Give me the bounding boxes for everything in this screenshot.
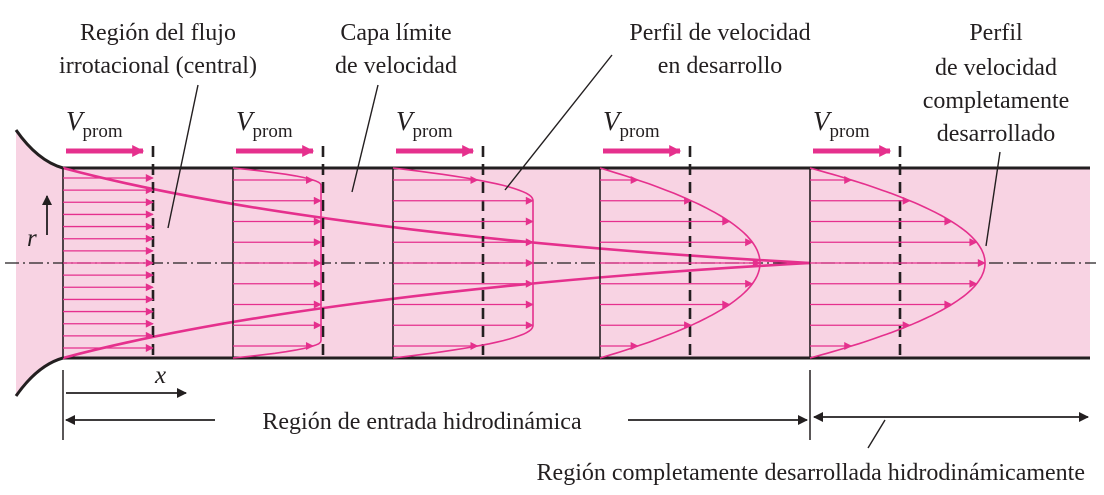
vprom-symbol: Vprom: [66, 106, 123, 142]
vprom-symbol: Vprom: [396, 106, 453, 142]
developed-profile-label-line4: desarrollado: [937, 121, 1056, 147]
velocity-profile-3: [392, 146, 534, 359]
vprom-subscript: prom: [830, 121, 870, 142]
developed-profile-leader: [985, 151, 1001, 247]
vprom-subscript: prom: [620, 121, 660, 142]
pipe-wall-top: [14, 129, 1090, 170]
boundary-layer-edge-top: [62, 166, 811, 265]
irrotational-region-label-line1: Región del flujo: [80, 20, 236, 46]
velocity-profile-1: [62, 146, 155, 358]
developing-profile-leader: [504, 54, 613, 191]
velocity-profile-5: [809, 146, 986, 359]
boundary-layer-label-line2: de velocidad: [335, 53, 457, 79]
developed-profile-label-line1: Perfil: [969, 20, 1023, 46]
vprom-indicator-4: Vprom: [603, 106, 682, 157]
developing-profile-label-line1: Perfil de velocidad: [629, 20, 810, 46]
vprom-symbol: Vprom: [236, 106, 293, 142]
vprom-indicators: Vprom Vprom Vprom Vprom Vprom: [66, 106, 892, 157]
velocity-profile-4: [599, 146, 761, 359]
vprom-symbol: Vprom: [813, 106, 870, 142]
developed-region-label: Región completamente desarrollada hidrod…: [537, 460, 1085, 486]
boundary-layer-label-line1: Capa límite: [340, 20, 451, 46]
irrotational-region-label-line2: irrotacional (central): [59, 53, 257, 79]
entrance-region-label: Región de entrada hidrodinámica: [262, 409, 582, 435]
developed-region-leader: [867, 419, 886, 449]
r-axis-label: r: [27, 225, 37, 252]
boundary-layer-leader: [351, 84, 379, 193]
vprom-symbol: Vprom: [603, 106, 660, 142]
irrotational-region-leader: [167, 84, 199, 229]
velocity-profile-2: [232, 146, 325, 359]
pipe-wall-bottom: [14, 356, 1090, 397]
boundary-layer-edge-bottom: [62, 261, 811, 360]
vprom-subscript: prom: [413, 121, 453, 142]
vprom-subscript: prom: [83, 121, 123, 142]
vprom-subscript: prom: [253, 121, 293, 142]
developed-profile-label-line2: de velocidad: [935, 55, 1057, 81]
vprom-indicator-5: Vprom: [813, 106, 892, 157]
developed-profile-label-line3: completamente: [923, 88, 1070, 114]
velocity-profiles: [62, 146, 986, 359]
x-axis-label: x: [154, 362, 166, 389]
developing-profile-label-line2: en desarrollo: [658, 53, 783, 79]
vprom-indicator-3: Vprom: [396, 106, 475, 157]
vprom-indicator-2: Vprom: [236, 106, 315, 157]
vprom-indicator-1: Vprom: [66, 106, 145, 157]
